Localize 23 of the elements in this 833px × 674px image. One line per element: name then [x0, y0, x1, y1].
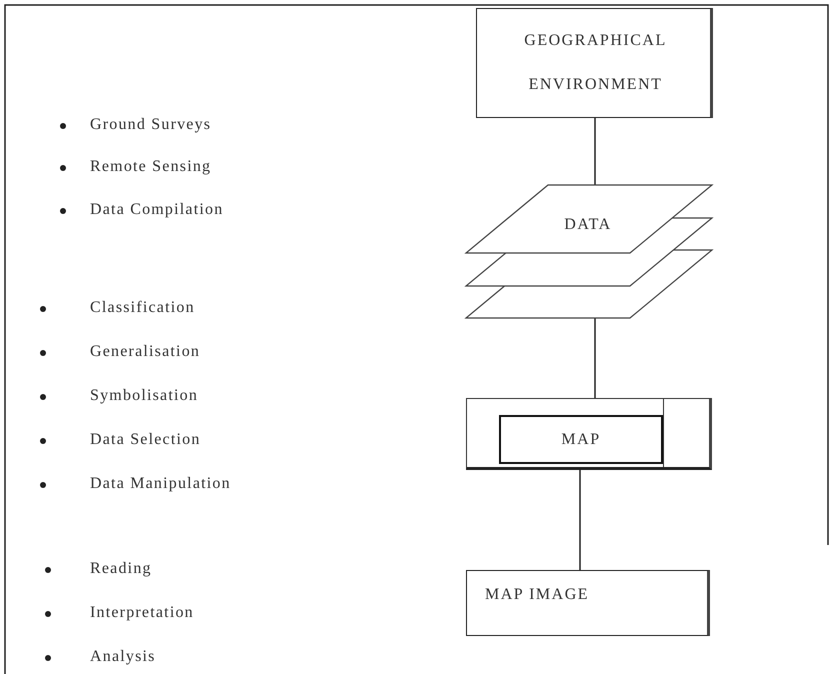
list-item: Classification: [90, 298, 195, 318]
map-box: [499, 415, 663, 464]
list-item: Analysis: [90, 647, 156, 667]
map-frame: [466, 398, 712, 470]
connector-line: [579, 470, 581, 570]
process-box: [466, 570, 710, 636]
list-item: Data Manipulation: [90, 474, 231, 494]
list-item: Interpretation: [90, 603, 194, 623]
list-item: Ground Surveys: [90, 115, 212, 135]
list-item: Data Compilation: [90, 200, 224, 220]
list-item: Reading: [90, 559, 152, 579]
list-item: Data Selection: [90, 430, 201, 450]
data-layers-drawing: [466, 185, 712, 318]
list-item: Generalisation: [90, 342, 200, 362]
list-item: Remote Sensing: [90, 157, 212, 177]
node-label: MAP IMAGE: [485, 585, 590, 605]
connector-line: [594, 318, 596, 398]
process-box: [476, 8, 713, 118]
node-label: GEOGRAPHICAL ENVIRONMENT: [523, 31, 668, 95]
node-label: MAP: [561, 430, 601, 450]
connector-line: [594, 118, 596, 185]
node-label: DATA: [564, 215, 612, 235]
list-item: Symbolisation: [90, 386, 198, 406]
